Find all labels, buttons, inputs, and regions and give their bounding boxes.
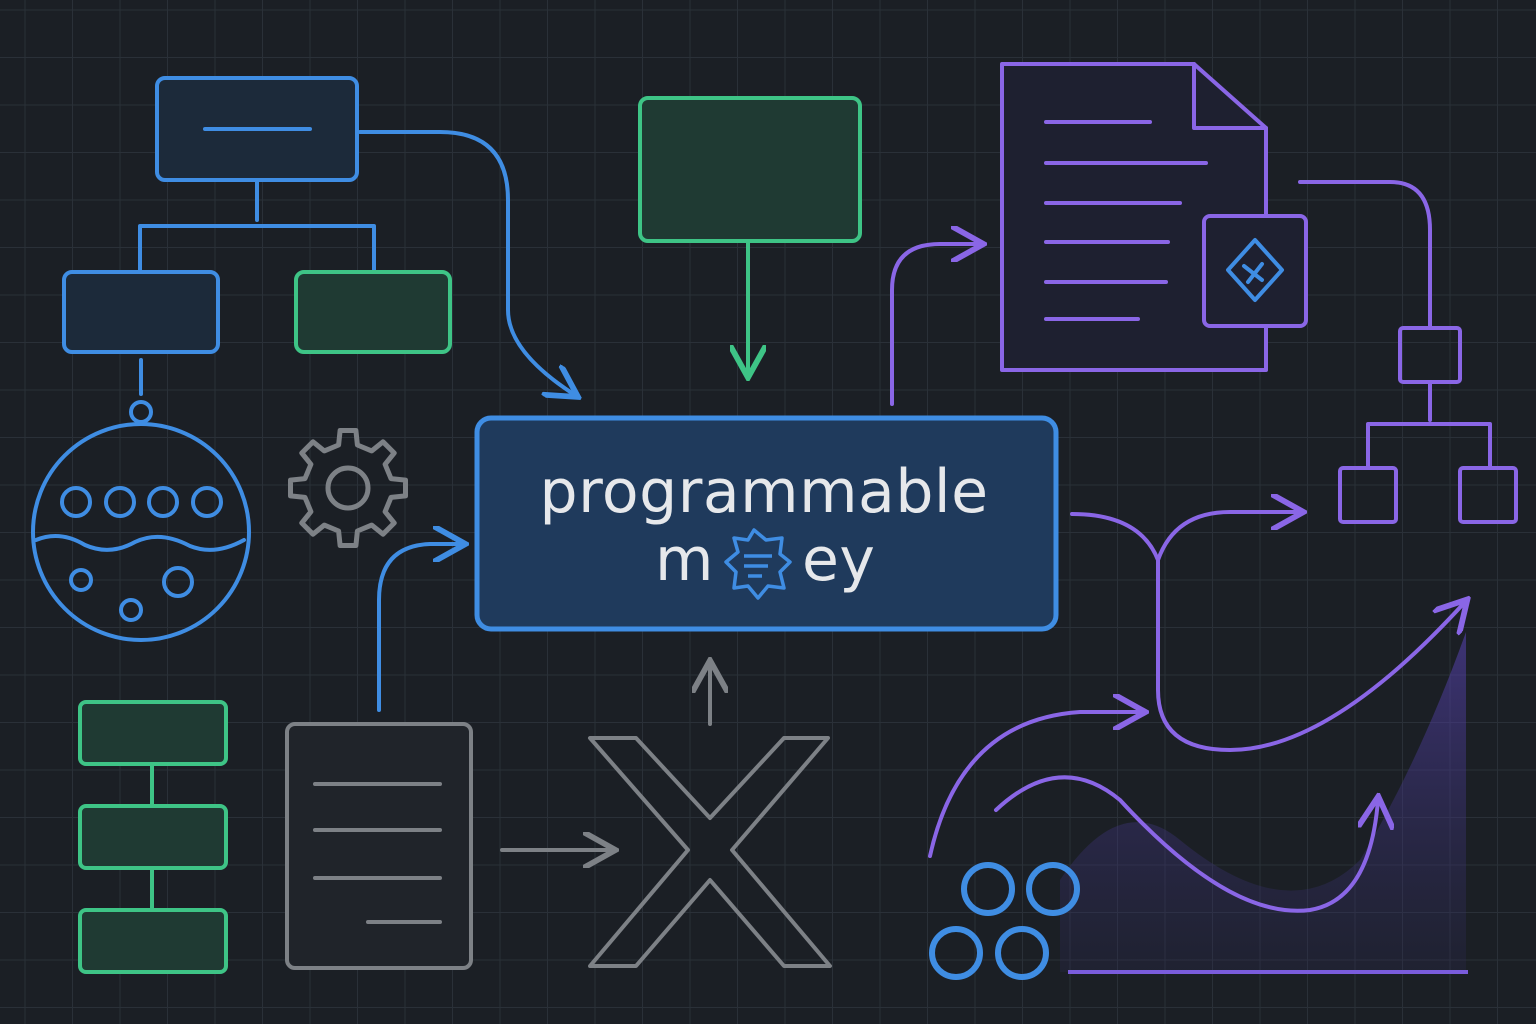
growth-curve-icon (928, 632, 1468, 974)
central-programmable-money-box: programmable m ey (474, 415, 1059, 632)
central-title-line1: programmable (540, 457, 989, 527)
org-connector (138, 178, 376, 274)
arrow-org-to-center (358, 130, 575, 395)
central-title-line2-left: m (655, 525, 714, 595)
central-title-line2-right: ey (802, 525, 875, 595)
globe-icon (31, 400, 251, 642)
gear-coin-icon (724, 528, 792, 600)
x-logo-icon (588, 736, 832, 968)
org-child-box-right (294, 270, 452, 354)
arrow-document-to-center (377, 544, 462, 712)
gray-document-icon (285, 722, 473, 970)
org-child-box-left (62, 270, 220, 354)
org-chart-top-left (62, 76, 575, 395)
hierarchy-right (1298, 180, 1518, 524)
arrow-center-to-document (890, 244, 980, 406)
document-icon (1000, 62, 1268, 372)
seal-icon (1202, 214, 1308, 328)
green-input-box (638, 96, 862, 374)
coins-icon (929, 862, 1080, 980)
green-stack-bottom-left (78, 700, 228, 974)
branch-arrows-right (1070, 512, 1465, 753)
gear-icon (288, 428, 408, 548)
